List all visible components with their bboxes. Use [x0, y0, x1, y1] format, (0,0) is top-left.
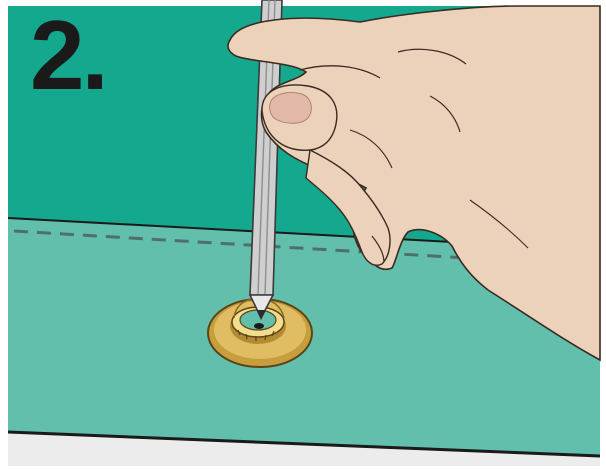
step-number-label: 2.: [30, 6, 106, 104]
